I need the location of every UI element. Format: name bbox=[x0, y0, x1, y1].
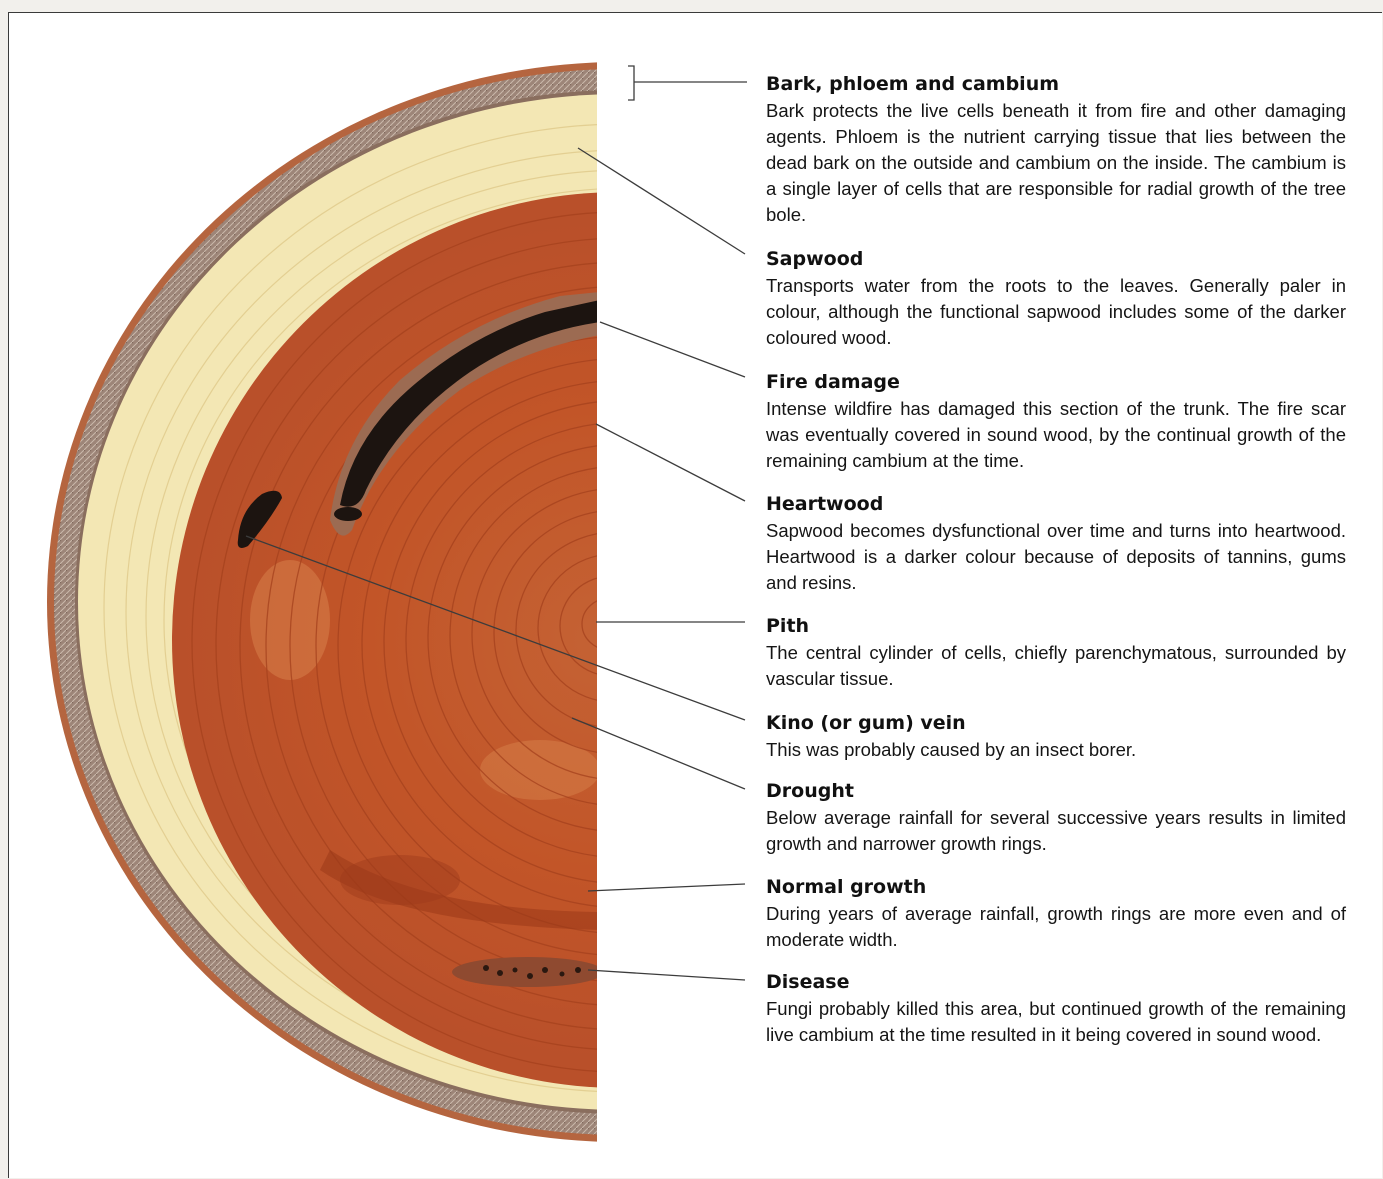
bark-bracket bbox=[628, 66, 634, 100]
label-pith: Pith The central cylinder of cells, chie… bbox=[766, 614, 1346, 692]
label-text: Fungi probably killed this area, but con… bbox=[766, 996, 1346, 1048]
label-title: Bark, phloem and cambium bbox=[766, 72, 1346, 96]
label-text: During years of average rainfall, growth… bbox=[766, 901, 1346, 953]
label-text: Sapwood becomes dysfunctional over time … bbox=[766, 518, 1346, 596]
label-normal-growth: Normal growth During years of average ra… bbox=[766, 875, 1346, 953]
label-title: Normal growth bbox=[766, 875, 1346, 899]
label-title: Drought bbox=[766, 779, 1346, 803]
label-title: Sapwood bbox=[766, 247, 1346, 271]
label-title: Fire damage bbox=[766, 370, 1346, 394]
label-title: Kino (or gum) vein bbox=[766, 711, 1346, 735]
label-text: Transports water from the roots to the l… bbox=[766, 273, 1346, 351]
label-text: Bark protects the live cells beneath it … bbox=[766, 98, 1346, 228]
label-text: Below average rainfall for several succe… bbox=[766, 805, 1346, 857]
label-title: Disease bbox=[766, 970, 1346, 994]
label-text: Intense wildfire has damaged this sectio… bbox=[766, 396, 1346, 474]
heartwood-leader-line bbox=[596, 424, 745, 501]
disease-pocket bbox=[452, 957, 604, 987]
label-heartwood: Heartwood Sapwood becomes dysfunctional … bbox=[766, 492, 1346, 596]
label-text: The central cylinder of cells, chiefly p… bbox=[766, 640, 1346, 692]
drought-leader-line bbox=[572, 718, 745, 789]
normal-growth-leader-line bbox=[588, 884, 745, 891]
label-sapwood: Sapwood Transports water from the roots … bbox=[766, 247, 1346, 351]
disease-leader-line bbox=[588, 970, 745, 980]
label-title: Pith bbox=[766, 614, 1346, 638]
label-text: This was probably caused by an insect bo… bbox=[766, 737, 1346, 763]
sapwood-leader-line bbox=[578, 148, 745, 254]
label-kino-vein: Kino (or gum) vein This was probably cau… bbox=[766, 711, 1346, 763]
label-drought: Drought Below average rainfall for sever… bbox=[766, 779, 1346, 857]
label-title: Heartwood bbox=[766, 492, 1346, 516]
label-bark: Bark, phloem and cambium Bark protects t… bbox=[766, 72, 1346, 228]
label-disease: Disease Fungi probably killed this area,… bbox=[766, 970, 1346, 1048]
fire-damage-leader-line bbox=[600, 322, 745, 377]
label-fire-damage: Fire damage Intense wildfire has damaged… bbox=[766, 370, 1346, 474]
